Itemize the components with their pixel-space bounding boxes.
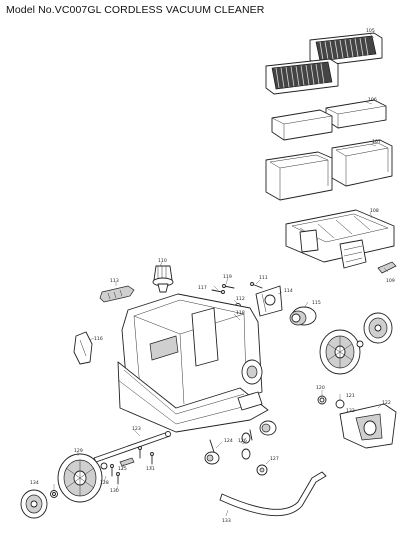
part-label-112: 112 (236, 296, 245, 302)
part-label-128: 128 (100, 480, 109, 486)
caster-part-124-rear[interactable] (249, 420, 277, 441)
hubcap-right[interactable] (363, 312, 393, 344)
caster-part-126[interactable] (241, 432, 251, 460)
ring-part-120[interactable] (317, 395, 327, 405)
part-label-119: 119 (223, 274, 232, 280)
part-label-115: 115 (312, 300, 321, 306)
washer-part-128[interactable] (100, 462, 108, 470)
filter-tray-right[interactable] (331, 139, 393, 187)
part-label-127: 127 (270, 456, 279, 462)
washer-right[interactable] (356, 340, 364, 348)
tank-body[interactable] (117, 293, 269, 433)
leader-lines (53, 33, 389, 517)
screw-part-117[interactable] (211, 289, 225, 294)
wheel-left[interactable] (57, 453, 103, 503)
side-cover-part-122[interactable] (339, 403, 397, 449)
part-label-111: 111 (259, 275, 268, 281)
caster-part-124-front[interactable] (204, 439, 220, 465)
filter-pad-right[interactable] (325, 99, 387, 129)
part-label-118: 118 (236, 310, 245, 316)
filter-cartridge-lower[interactable] (265, 58, 339, 95)
part-label-106: 106 (368, 97, 377, 103)
part-label-126: 126 (238, 438, 247, 444)
part-label-133: 133 (222, 518, 231, 524)
page-title: Model No.VC007GL CORDLESS VACUUM CLEANER (6, 4, 265, 16)
filter-pad-left[interactable] (271, 109, 333, 141)
part-label-129: 129 (74, 448, 83, 454)
part-label-122: 122 (382, 400, 391, 406)
part-label-105: 105 (366, 28, 375, 34)
part-label-110: 110 (158, 258, 167, 264)
filter-cartridge-upper[interactable] (309, 32, 383, 67)
axle-part-123[interactable] (93, 431, 171, 463)
part-label-123: 123 (132, 426, 141, 432)
bracket-part-116[interactable] (73, 331, 93, 365)
hubcap-left[interactable] (20, 489, 48, 519)
part-labels: 105 106 107 108 109 110 111 112 113 114 … (30, 28, 395, 524)
part-label-132: 132 (346, 408, 355, 414)
part-label-134: 134 (30, 480, 39, 486)
filter-holder-frame[interactable] (285, 209, 395, 269)
part-label-109: 109 (386, 278, 395, 284)
ring-part-121[interactable] (335, 399, 345, 409)
filter-tray-left[interactable] (265, 151, 333, 201)
ring-part-133[interactable] (50, 490, 58, 498)
screw-part-119[interactable] (222, 284, 235, 289)
part-label-120: 120 (316, 385, 325, 391)
caster-part-127[interactable] (256, 464, 268, 476)
motor-part-115[interactable] (289, 306, 317, 326)
part-label-114: 114 (284, 288, 293, 294)
bumper-strip[interactable] (219, 471, 327, 517)
latch-part-109[interactable] (377, 261, 397, 274)
part-label-113: 113 (110, 278, 119, 284)
handle-clip-part-113[interactable] (99, 285, 135, 303)
part-label-121: 121 (346, 393, 355, 399)
part-label-125: 125 (118, 466, 127, 472)
part-label-107: 107 (372, 139, 381, 145)
part-label-117: 117 (198, 285, 207, 291)
wheel-right[interactable] (319, 329, 361, 375)
part-label-131: 131 (146, 466, 155, 472)
part-label-124: 124 (224, 438, 233, 444)
bracket-part-114[interactable] (255, 285, 283, 317)
screw-part-111[interactable] (250, 282, 263, 289)
part-label-116: 116 (94, 336, 103, 342)
screws-lower-group[interactable] (110, 446, 154, 485)
part-label-130: 130 (110, 488, 119, 494)
part-label-108: 108 (370, 208, 379, 214)
knob-part-110[interactable] (152, 265, 174, 293)
